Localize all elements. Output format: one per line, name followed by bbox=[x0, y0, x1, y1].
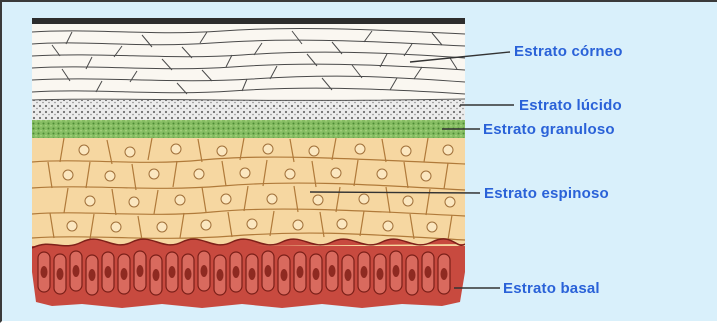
layer-lucido bbox=[32, 100, 465, 120]
label-estrato-basal: Estrato basal bbox=[503, 281, 600, 296]
label-estrato-corneo: Estrato córneo bbox=[514, 44, 623, 59]
layer-granuloso bbox=[32, 120, 465, 138]
layer-corneo bbox=[32, 18, 465, 100]
label-estrato-granuloso: Estrato granuloso bbox=[483, 122, 615, 137]
label-estrato-lucido: Estrato lúcido bbox=[519, 98, 622, 113]
corneo-top-edge bbox=[32, 18, 465, 24]
label-estrato-espinoso: Estrato espinoso bbox=[484, 186, 609, 201]
